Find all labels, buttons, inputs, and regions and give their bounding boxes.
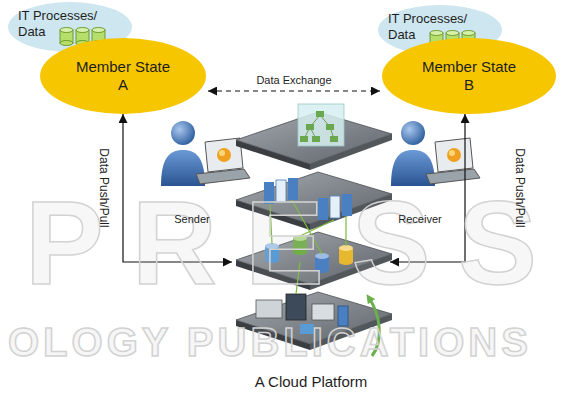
edge-label: Data Exchange [256,74,331,87]
laptop-logo [449,150,455,156]
person-head [171,121,195,145]
data-cylinder [60,28,73,46]
laptop-logo [217,148,231,162]
blade [330,196,340,218]
chart-box [316,111,324,117]
ellipse-fill [382,38,556,114]
connector [390,114,465,262]
cloud-platform: A Cloud Platform [232,112,390,394]
edge-label-box: Data Push/Pull [513,148,527,227]
sender-icon [161,121,250,186]
layer-link [270,204,272,244]
process-panel [298,104,344,146]
watermark: OLOGY PUBLICATIONS [8,322,532,362]
blade [342,194,352,216]
person-label: Receiver [398,213,441,226]
laptop-screen [435,138,473,172]
server-box [312,304,334,320]
edge-label: Data Push/Pull [97,148,111,227]
person-label-box: Sender [174,213,209,226]
edge-label: Data Push/Pull [513,148,527,227]
person-head [401,121,425,145]
person-label-box: Receiver [398,213,441,226]
panel [298,104,344,146]
laptop-base [426,169,480,184]
blade [318,198,328,220]
connector [208,90,380,91]
server-blades [264,178,352,220]
laptop-base [196,169,250,184]
cylinder-top [92,28,105,33]
member-state-ellipse: Member State B [382,38,556,114]
chart-box [306,124,314,130]
node-text: Member State B [419,58,519,94]
cylinder-top [60,28,73,33]
green-arrow [369,298,379,356]
layer-link [345,216,346,246]
receiver-icon [391,121,480,186]
cylinder-top [446,31,459,36]
server-box [300,324,314,334]
platform-layer [236,292,392,350]
chart-box [300,136,308,142]
blade [288,178,298,200]
layer-links [270,200,346,294]
ellipse-fill [40,38,206,114]
layer-link [296,262,300,294]
server-box [338,306,348,326]
server-hardware [256,294,348,334]
laptop-logo [447,148,461,162]
database-cylinders [265,235,353,273]
member-state-ellipse: Member State A [40,38,206,114]
cylinder-top [462,31,475,36]
server-box [256,300,282,318]
cylinder [293,249,307,255]
edge-label-box: Data Push/Pull [97,148,111,227]
watermark-box: OLOGY PUBLICATIONS [8,322,532,362]
connector [123,114,232,262]
layer-link [292,200,322,254]
platform-layer [236,172,392,230]
chart-box [312,136,320,142]
server-box [286,294,306,320]
node-text: Member State A [73,58,173,94]
blade [264,182,274,204]
node-text: A Cloud Platform [255,373,368,391]
cylinder [265,257,279,263]
edge-label-box: Data Exchange [253,74,334,87]
blade [276,180,286,202]
chart-box [330,136,338,142]
laptop-logo [219,150,225,156]
node-text: IT Processes/ Data [18,8,116,40]
person-label: Sender [174,213,209,226]
cylinder-base [60,41,73,46]
cylinder-top [430,31,443,36]
cylinder-top [76,28,89,33]
cylinder [315,267,329,273]
chart-box [326,124,334,130]
cylinder [339,259,353,265]
